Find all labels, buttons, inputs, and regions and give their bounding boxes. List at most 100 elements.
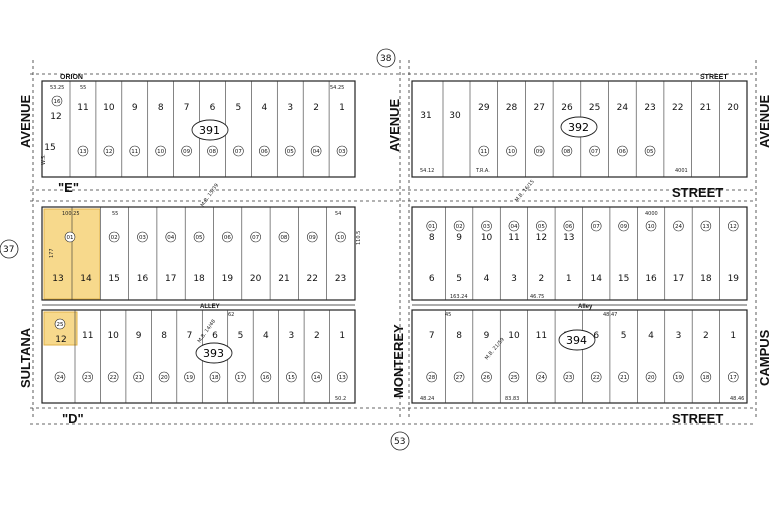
lot-number[interactable]: 28 — [506, 103, 518, 113]
lot-number[interactable]: 18 — [700, 274, 712, 284]
parcel-circle[interactable] — [508, 220, 520, 232]
lot-number[interactable]: 2 — [314, 331, 320, 341]
lot-number[interactable]: 12 — [55, 335, 66, 345]
lot-number[interactable]: 4 — [263, 331, 269, 341]
parcel-circle[interactable] — [617, 145, 628, 157]
parcel-circle[interactable] — [644, 145, 656, 157]
block-391[interactable]: 391 — [191, 119, 229, 141]
parcel-circle[interactable] — [108, 231, 120, 243]
lot-number[interactable]: 21 — [700, 103, 711, 113]
parcel-circle[interactable] — [64, 231, 76, 243]
lot-number[interactable]: 7 — [187, 331, 193, 341]
parcel-circle[interactable] — [506, 145, 517, 157]
parcel-circle[interactable] — [82, 371, 94, 383]
lot-number[interactable]: 6 — [212, 331, 218, 341]
lot-number[interactable]: 14 — [590, 274, 602, 284]
lot-number[interactable]: 20 — [727, 103, 739, 113]
lot-number[interactable]: 23 — [335, 274, 346, 284]
lot-number[interactable]: 16 — [645, 274, 657, 284]
lot-number[interactable]: 5 — [236, 103, 242, 113]
lot-number[interactable]: 9 — [456, 233, 462, 243]
parcel-circle[interactable] — [250, 231, 261, 243]
parcel-circle[interactable] — [673, 220, 684, 232]
lot-number[interactable]: 1 — [730, 331, 736, 341]
parcel-circle[interactable] — [561, 145, 573, 157]
lot-number[interactable]: 2 — [539, 274, 545, 284]
lot-number[interactable]: 4 — [648, 331, 654, 341]
parcel-circle[interactable] — [260, 371, 272, 383]
lot-number[interactable]: 3 — [511, 274, 517, 284]
lot-number[interactable]: 21 — [278, 274, 289, 284]
lot-number[interactable]: 17 — [673, 274, 684, 284]
lot-number[interactable]: 9 — [136, 331, 142, 341]
parcel-circle[interactable] — [233, 145, 244, 157]
lot-number[interactable]: 19 — [222, 274, 234, 284]
parcel-circle[interactable] — [181, 145, 192, 157]
parcel-circle[interactable] — [481, 220, 492, 232]
lot-number[interactable]: 10 — [107, 331, 119, 341]
parcel-circle[interactable] — [310, 145, 322, 157]
block-394[interactable]: 394 — [558, 329, 596, 351]
lot-number[interactable]: 3 — [676, 331, 682, 341]
parcel-circle[interactable] — [645, 220, 657, 232]
map-ref-37[interactable]: 37 — [0, 239, 19, 259]
lot-number[interactable]: 7 — [429, 331, 435, 341]
lot-number[interactable]: 15 — [44, 143, 55, 153]
lot-number[interactable]: 16 — [137, 274, 149, 284]
parcel-circle[interactable] — [508, 371, 520, 383]
parcel-circle[interactable] — [645, 371, 657, 383]
lot-number[interactable]: 8 — [429, 233, 435, 243]
parcel-circle[interactable] — [193, 231, 205, 243]
lot-number[interactable]: 8 — [161, 331, 167, 341]
lot-number[interactable]: 6 — [429, 274, 435, 284]
parcel-circle[interactable] — [590, 220, 602, 232]
lot-number[interactable]: 30 — [449, 111, 461, 121]
parcel-circle[interactable] — [107, 371, 119, 383]
parcel-circle[interactable] — [77, 145, 89, 157]
lot-number[interactable]: 13 — [563, 233, 574, 243]
lot-number[interactable]: 10 — [481, 233, 493, 243]
lot-number[interactable]: 22 — [672, 103, 683, 113]
parcel-circle[interactable] — [453, 371, 465, 383]
parcel-circle[interactable] — [618, 371, 629, 383]
parcel-circle[interactable] — [306, 231, 318, 243]
lot-number[interactable]: 1 — [339, 103, 345, 113]
parcel-circle[interactable] — [222, 231, 233, 243]
parcel-circle[interactable] — [311, 371, 323, 383]
block-392[interactable]: 392 — [560, 116, 598, 138]
lot-number[interactable]: 2 — [313, 103, 319, 113]
parcel-circle[interactable] — [158, 371, 170, 383]
lot-number[interactable]: 22 — [307, 274, 318, 284]
parcel-circle[interactable] — [727, 371, 739, 383]
lot-number[interactable]: 9 — [484, 331, 490, 341]
lot-number[interactable]: 11 — [508, 233, 519, 243]
parcel-circle[interactable] — [133, 371, 144, 383]
parcel-circle[interactable] — [235, 371, 246, 383]
lot-number[interactable]: 6 — [593, 331, 599, 341]
lot-number[interactable]: 7 — [184, 103, 190, 113]
lot-number[interactable]: 15 — [108, 274, 119, 284]
lot-number[interactable]: 10 — [508, 331, 520, 341]
parcel-circle[interactable] — [700, 220, 712, 232]
parcel-circle[interactable] — [618, 220, 629, 232]
lot-number[interactable]: 23 — [644, 103, 655, 113]
lot-number[interactable]: 9 — [132, 103, 138, 113]
parcel-circle[interactable] — [286, 371, 297, 383]
parcel-circle[interactable] — [137, 231, 148, 243]
lot-number[interactable]: 14 — [80, 274, 92, 284]
lot-number[interactable]: 8 — [158, 103, 164, 113]
lot-number[interactable]: 24 — [617, 103, 629, 113]
lot-number[interactable]: 11 — [77, 103, 88, 113]
parcel-circle[interactable] — [700, 371, 712, 383]
parcel-circle[interactable] — [536, 371, 547, 383]
parcel-circle[interactable] — [54, 318, 66, 330]
parcel-circle[interactable] — [209, 371, 221, 383]
parcel-circle[interactable] — [563, 371, 575, 383]
lot-number[interactable]: 3 — [287, 103, 293, 113]
lot-number[interactable]: 2 — [703, 331, 709, 341]
parcel-circle[interactable] — [589, 145, 600, 157]
lot-number[interactable]: 26 — [561, 103, 573, 113]
parcel-circle[interactable] — [51, 95, 63, 107]
parcel-circle[interactable] — [165, 231, 177, 243]
lot-number[interactable]: 29 — [478, 103, 490, 113]
